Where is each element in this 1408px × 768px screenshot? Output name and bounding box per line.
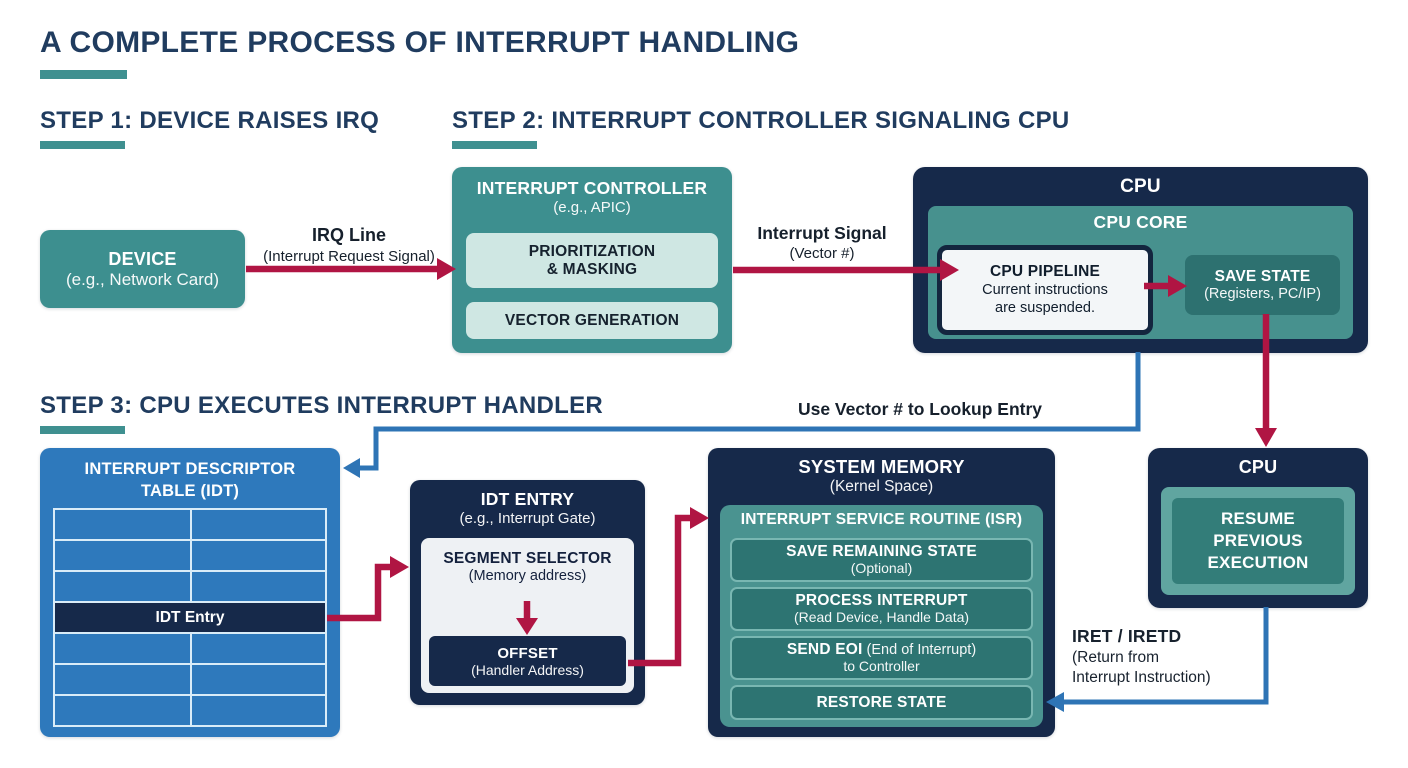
arrowhead-idtentry-to-detail <box>390 556 409 578</box>
save-state-box: SAVE STATE (Registers, PC/IP) <box>1185 255 1340 315</box>
idt-entry-row: IDT Entry <box>55 603 325 634</box>
gate-contents-box: SEGMENT SELECTOR (Memory address) OFFSET… <box>421 538 634 693</box>
idt-row <box>55 696 325 725</box>
step2-underline <box>452 141 537 149</box>
idt-row <box>55 510 325 541</box>
idt-entry-subtitle: (e.g., Interrupt Gate) <box>459 510 596 527</box>
segment-selector-title: SEGMENT SELECTOR <box>443 550 612 567</box>
step3-underline <box>40 426 125 434</box>
device-subtitle: (e.g., Network Card) <box>65 269 220 289</box>
interrupt-controller-box: INTERRUPT CONTROLLER (e.g., APIC) PRIORI… <box>452 167 732 353</box>
resume-execution-box: RESUME PREVIOUS EXECUTION <box>1172 498 1344 584</box>
irq-line-label: IRQ Line (Interrupt Request Signal) <box>263 225 435 266</box>
offset-box: OFFSET (Handler Address) <box>429 636 626 686</box>
system-memory-box: SYSTEM MEMORY (Kernel Space) INTERRUPT S… <box>708 448 1055 737</box>
idt-row <box>55 665 325 696</box>
cpu-right-title: CPU <box>1238 457 1278 477</box>
cpu-top-box: CPU CPU CORE CPU PIPELINE Current instru… <box>913 167 1368 353</box>
process-interrupt-box: PROCESS INTERRUPT (Read Device, Handle D… <box>730 587 1033 631</box>
cpu-core-title: CPU CORE <box>1093 212 1188 232</box>
idt-row <box>55 541 325 572</box>
system-memory-title: SYSTEM MEMORY <box>798 456 965 477</box>
segment-selector-subtitle: (Memory address) <box>468 568 587 584</box>
idt-box: INTERRUPT DESCRIPTOR TABLE (IDT) IDT Ent… <box>40 448 340 737</box>
iret-label: IRET / IRETD (Return from Interrupt Inst… <box>1072 626 1211 686</box>
cpu-top-title: CPU <box>1120 176 1161 197</box>
arrowhead-offset-to-isr <box>690 507 709 529</box>
arrowhead-cpu-to-idt <box>343 458 360 478</box>
controller-subtitle: (e.g., APIC) <box>553 199 631 216</box>
save-remaining-state-box: SAVE REMAINING STATE (Optional) <box>730 538 1033 582</box>
idt-title: INTERRUPT DESCRIPTOR TABLE (IDT) <box>84 460 296 501</box>
idt-table: IDT Entry <box>53 508 327 727</box>
send-eoi-box: SEND EOI (End of Interrupt) to Controlle… <box>730 636 1033 680</box>
resume-outer-box: RESUME PREVIOUS EXECUTION <box>1161 487 1355 595</box>
prioritization-masking-box: PRIORITIZATION & MASKING <box>466 233 718 288</box>
idt-row <box>55 634 325 665</box>
idt-row <box>55 572 325 603</box>
controller-title: INTERRUPT CONTROLLER <box>476 178 708 198</box>
page-title: A COMPLETE PROCESS OF INTERRUPT HANDLING <box>40 26 800 59</box>
cpu-right-box: CPU RESUME PREVIOUS EXECUTION <box>1148 448 1368 608</box>
isr-title: INTERRUPT SERVICE ROUTINE (ISR) <box>740 511 1023 528</box>
arrowhead-savestate-to-cpu2 <box>1255 428 1277 447</box>
cpu-core-box: CPU CORE CPU PIPELINE Current instructio… <box>928 206 1353 339</box>
isr-box: INTERRUPT SERVICE ROUTINE (ISR) SAVE REM… <box>720 505 1043 727</box>
idt-entry-title: IDT ENTRY <box>480 489 575 509</box>
step3-heading: STEP 3: CPU EXECUTES INTERRUPT HANDLER <box>40 392 604 419</box>
idt-entry-detail-box: IDT ENTRY (e.g., Interrupt Gate) SEGMENT… <box>410 480 645 705</box>
device-box: DEVICE (e.g., Network Card) <box>40 230 245 308</box>
system-memory-subtitle: (Kernel Space) <box>829 478 934 495</box>
lookup-entry-label: Use Vector # to Lookup Entry <box>797 399 1043 419</box>
vector-generation-box: VECTOR GENERATION <box>466 302 718 339</box>
interrupt-signal-label: Interrupt Signal (Vector #) <box>757 223 887 263</box>
step1-heading: STEP 1: DEVICE RAISES IRQ <box>40 107 380 134</box>
step2-heading: STEP 2: INTERRUPT CONTROLLER SIGNALING C… <box>452 107 1070 134</box>
restore-state-box: RESTORE STATE <box>730 685 1033 720</box>
title-underline <box>40 70 127 79</box>
device-title: DEVICE <box>108 248 177 269</box>
step1-underline <box>40 141 125 149</box>
cpu-pipeline-box: CPU PIPELINE Current instructions are su… <box>937 245 1153 335</box>
